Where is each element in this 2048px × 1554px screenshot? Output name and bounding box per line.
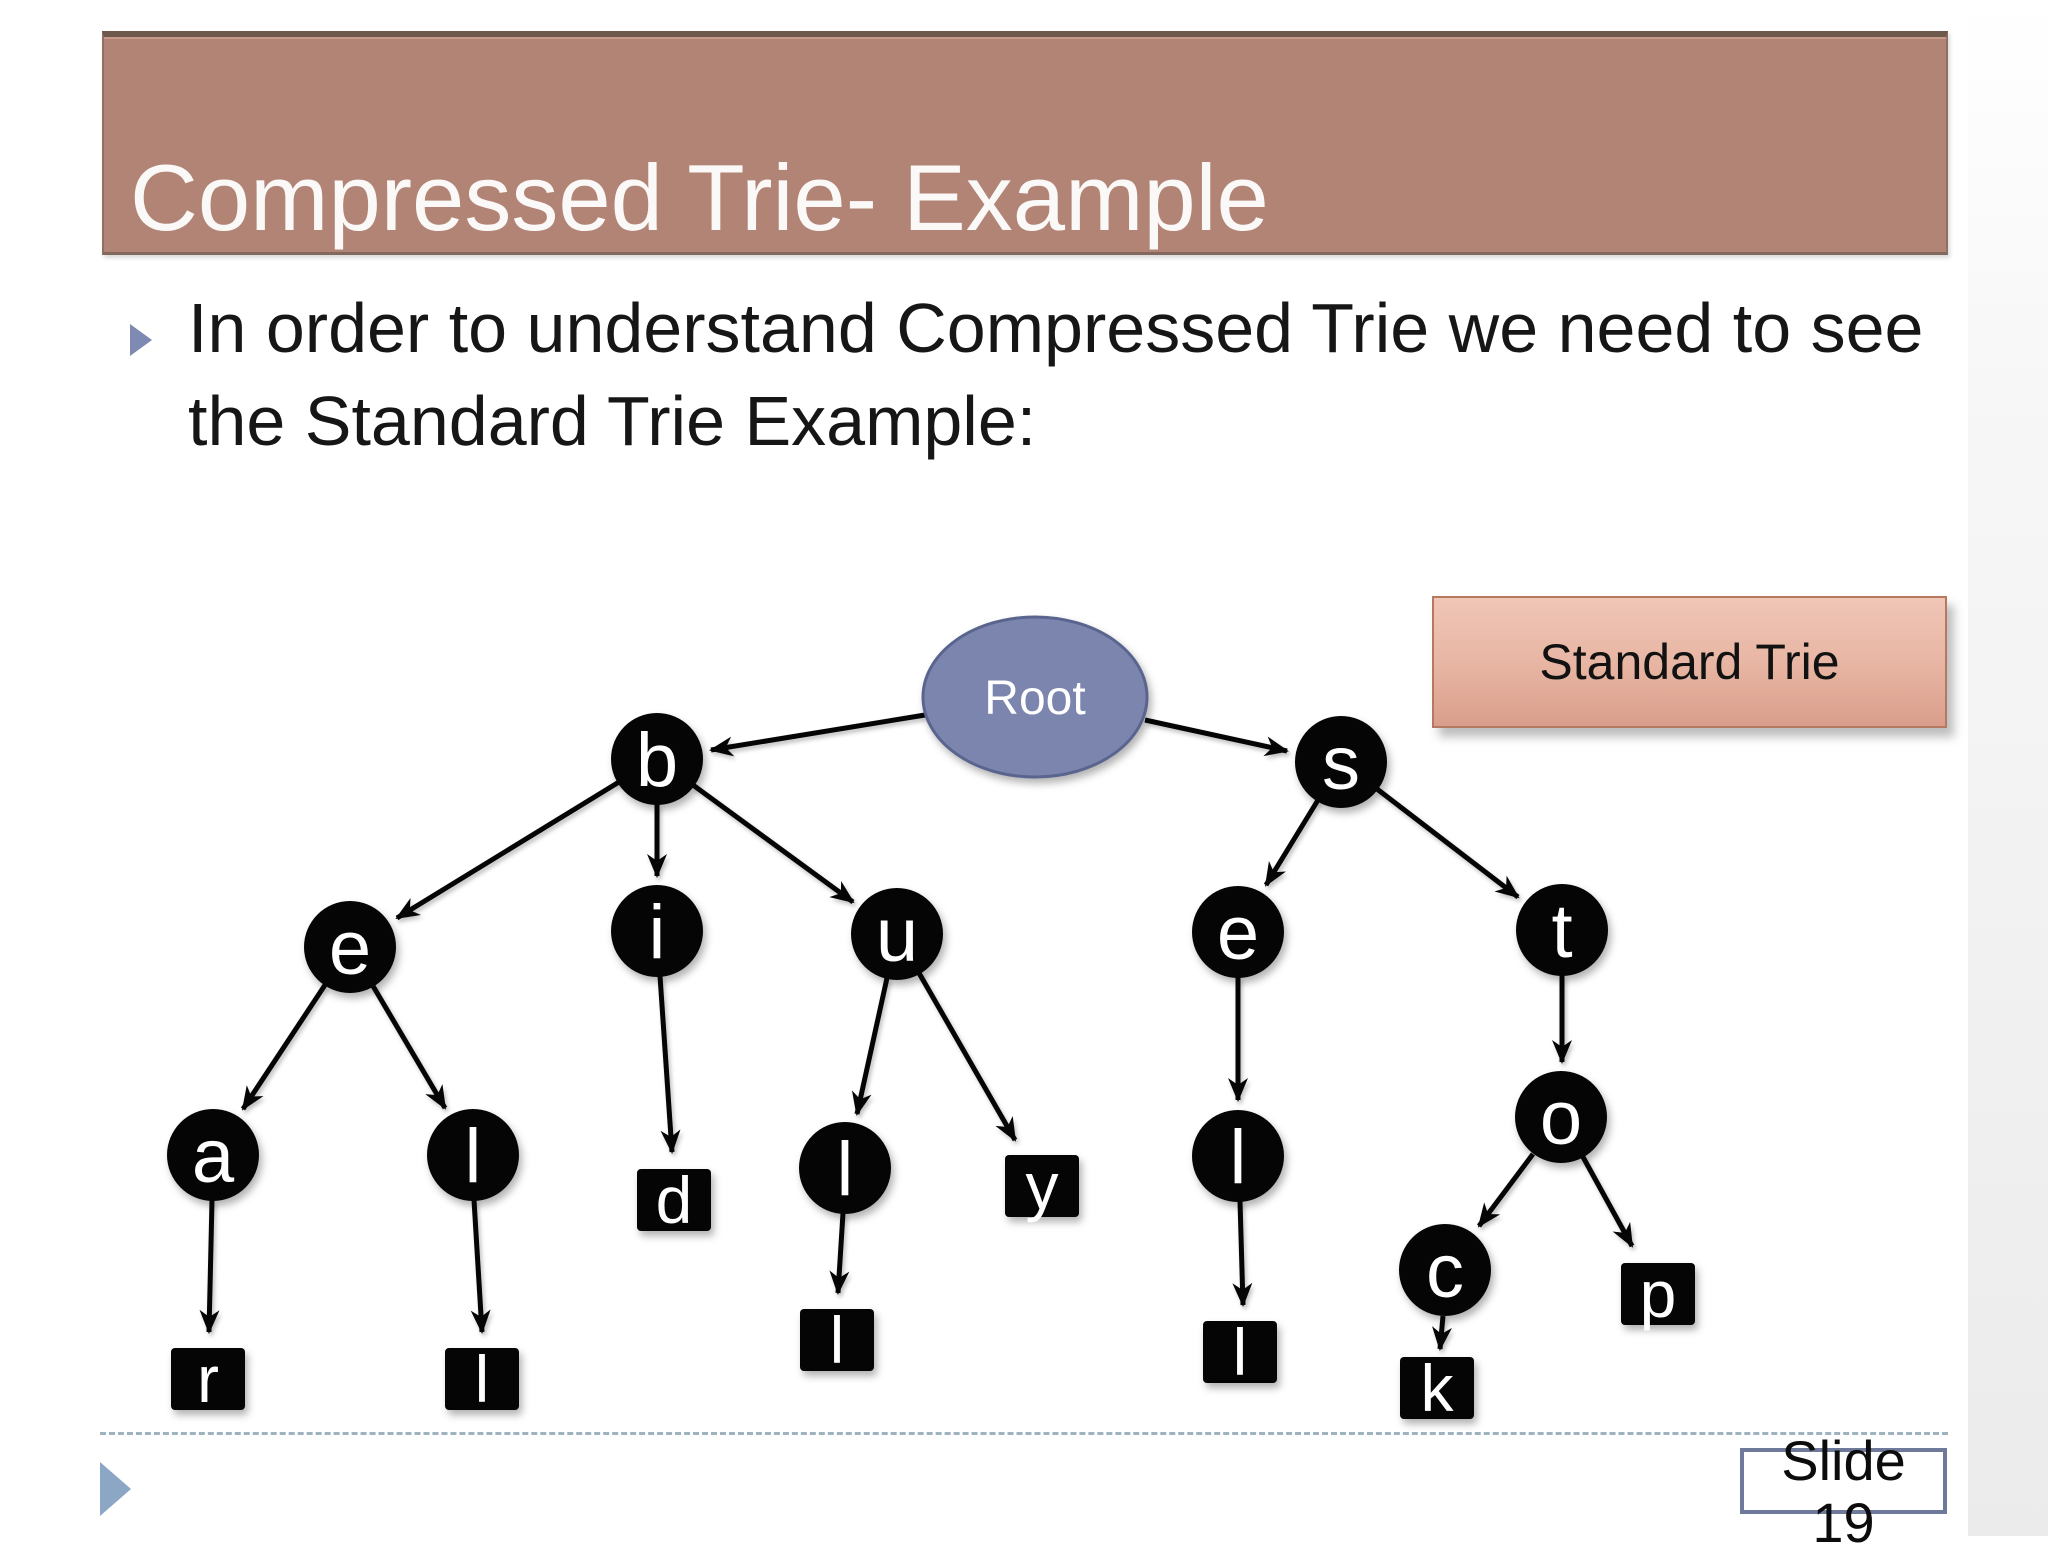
tree-node-l4 [445,1348,519,1410]
tree-node-label-s: s [1322,721,1360,806]
tree-node-t [1516,884,1608,976]
tree-edge-u-y [916,971,1018,1142]
bullet-text: In order to understand Compressed Trie w… [188,289,1924,460]
tree-node-label-r: r [197,1342,219,1416]
tree-edge-l1-l4 [470,1199,491,1334]
standard-trie-callout: Standard Trie [1432,596,1947,728]
tree-node-label-l1: l [465,1114,482,1199]
tree-node-root [921,615,1149,779]
tree-node-a [167,1109,259,1201]
tree-node-l2 [799,1122,891,1214]
tree-node-l3 [1192,1110,1284,1202]
tree-node-label-u: u [876,893,918,978]
standard-trie-callout-label: Standard Trie [1539,634,1840,690]
slide-number: Slide 19 [1740,1430,1947,1554]
tree-edge-b-u [691,782,855,905]
slide-number-word: Slide [1781,1429,1906,1492]
tree-node-label-a: a [192,1114,235,1199]
tree-node-label-l5: l [830,1303,845,1377]
footer-dashed-divider [100,1432,1948,1435]
tree-node-label-t: t [1551,889,1572,974]
tree-edge-o-p [1580,1155,1635,1248]
tree-node-label-e2: e [1217,891,1259,976]
tree-node-label-c: c [1426,1229,1464,1314]
slide-title-bar: Compressed Trie- Example [102,31,1948,255]
tree-node-label-l3: l [1230,1115,1247,1200]
tree-node-label-o: o [1540,1076,1582,1161]
tree-node-label-y: y [1026,1149,1059,1223]
tree-edge-c-k [1432,1315,1452,1351]
tree-edge-u-l2 [851,977,890,1116]
tree-node-l6 [1203,1321,1277,1383]
tree-edge-b-e1 [395,779,621,921]
tree-edge-e1-a [240,983,328,1111]
tree-edge-root-b [709,712,926,757]
tree-node-r [171,1348,245,1410]
slide-title: Compressed Trie- Example [130,145,1269,251]
tree-node-label-d: d [656,1163,693,1237]
tree-edge-e1-l1 [370,984,448,1110]
tree-node-label-l2: l [837,1127,854,1212]
slide-right-edge-strip [1968,0,2048,1536]
tree-node-k [1400,1357,1474,1419]
tree-node-s [1295,716,1387,808]
tree-node-y [1005,1155,1079,1217]
tree-node-d [637,1169,711,1231]
tree-node-e2 [1192,886,1284,978]
tree-edge-s-e2 [1263,798,1321,887]
bullet-triangle-icon [130,324,152,356]
slide-number-box [1740,1448,1947,1514]
tree-edge-l3-l6 [1232,1200,1253,1307]
tree-node-e1 [304,901,396,993]
tree-node-o [1515,1071,1607,1163]
tree-node-p [1621,1263,1695,1325]
tree-node-u [851,888,943,980]
tree-node-label-l4: l [475,1342,490,1416]
tree-node-label-b: b [636,718,678,803]
tree-edge-a-r [199,1199,220,1334]
tree-node-label-i: i [649,890,666,975]
tree-node-label-k: k [1421,1351,1455,1425]
tree-edge-l2-l5 [829,1212,850,1295]
footer-triangle-icon [100,1462,131,1516]
tree-node-l5 [800,1309,874,1371]
tree-node-c [1399,1224,1491,1316]
tree-node-label-p: p [1640,1257,1677,1331]
tree-node-i [611,885,703,977]
tree-edge-root-s [1144,717,1289,757]
tree-node-l1 [427,1109,519,1201]
tree-node-label-e1: e [329,906,371,991]
tree-edge-i-d [657,975,681,1154]
tree-node-label-root: Root [984,672,1085,725]
tree-node-b [611,713,703,805]
tree-node-label-l6: l [1233,1315,1248,1389]
tree-edge-s-t [1375,787,1520,899]
tree-edge-o-c [1477,1152,1535,1228]
slide-number-value: 19 [1812,1491,1875,1554]
